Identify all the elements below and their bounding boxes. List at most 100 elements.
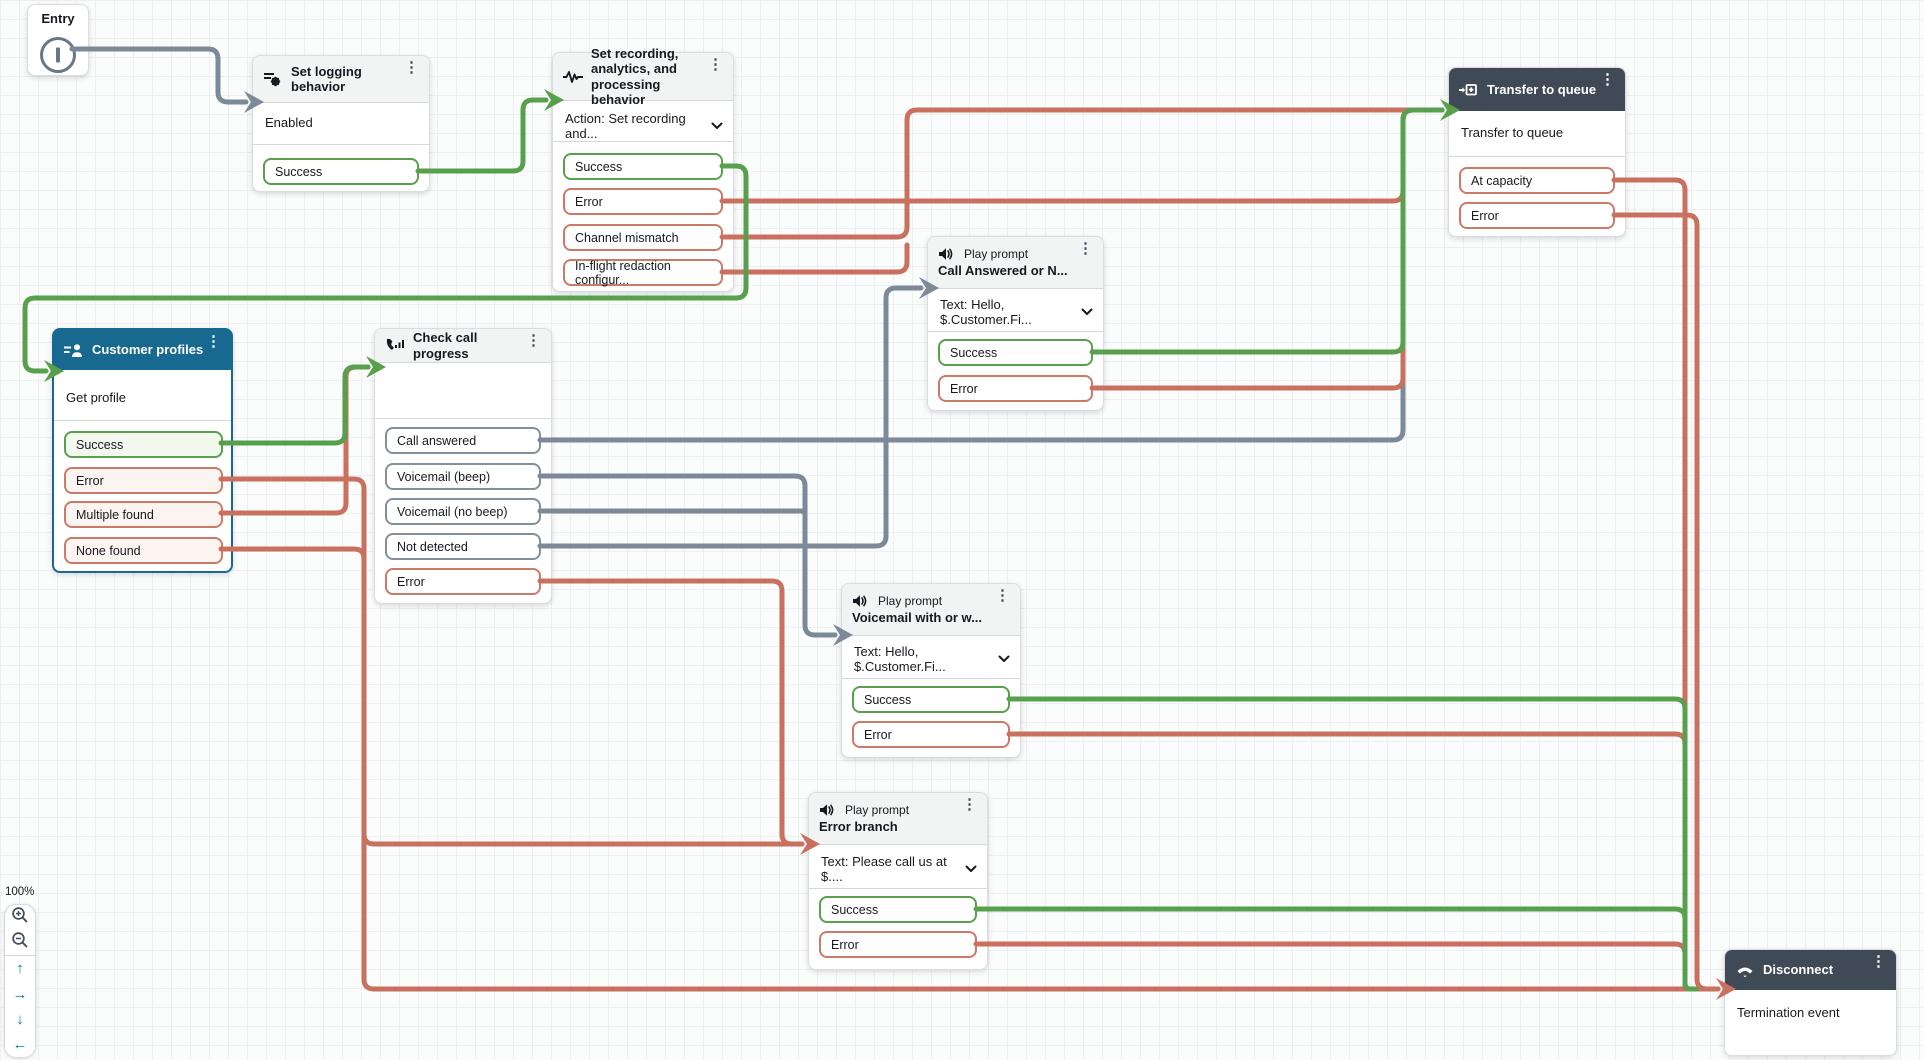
output-port-voicemail-no-beep[interactable]: Voicemail (no beep): [385, 498, 541, 525]
arrow-left-icon: ←: [12, 1035, 28, 1053]
section-divider: [842, 678, 1020, 679]
section-divider: [1449, 156, 1625, 157]
logging-icon: [263, 70, 283, 88]
node-title: Check call progress: [413, 330, 478, 361]
output-port-success[interactable]: Success: [64, 431, 223, 458]
play-prompt-voicemail-node[interactable]: Play prompt Voicemail with or w... ⋮Text…: [841, 583, 1021, 758]
play-prompt-call-answered-parameter-select[interactable]: Text: Hello, $.Customer.Fi...: [940, 297, 1093, 327]
node-title: Customer profiles: [92, 342, 204, 358]
output-port-success[interactable]: Success: [938, 339, 1093, 366]
queue-icon: [1459, 82, 1479, 98]
output-port-success[interactable]: Success: [563, 153, 723, 180]
output-label: Voicemail (beep): [397, 469, 491, 484]
entry-node[interactable]: Entry: [27, 4, 89, 76]
entry-port-icon[interactable]: [40, 37, 76, 73]
output-label: Error: [831, 937, 859, 952]
transfer-to-queue-node[interactable]: Transfer to queue⋮ Transfer to queue At ca…: [1448, 67, 1626, 237]
callprogress-icon: [385, 337, 405, 354]
profiles-icon: [64, 343, 84, 358]
output-label: In-flight redaction configur...: [575, 258, 671, 287]
transfer-to-queue-detail-text: Transfer to queue: [1461, 125, 1564, 140]
disconnect-detail-text: Termination event: [1737, 1005, 1840, 1020]
kebab-menu-icon[interactable]: ⋮: [1600, 71, 1615, 88]
magnifier-plus-icon: [11, 906, 29, 929]
set-recording-analytics-header: Set recording, analytics, and processing…: [553, 46, 733, 107]
customer-profiles-header: Customer profiles⋮: [54, 330, 231, 370]
check-call-progress-header: Check call progress ⋮: [375, 329, 551, 363]
transfer-to-queue-header: Transfer to queue⋮: [1449, 68, 1625, 111]
output-port-in-flight-redaction-configur[interactable]: In-flight redaction configur...: [563, 258, 723, 287]
set-logging-behavior-detail-text: Enabled: [265, 115, 313, 130]
zoom-in-button[interactable]: [5, 905, 35, 930]
kebab-menu-icon[interactable]: ⋮: [404, 59, 419, 76]
output-label: Channel mismatch: [575, 230, 679, 245]
output-label: Error: [76, 473, 104, 488]
kebab-menu-icon[interactable]: ⋮: [526, 332, 541, 349]
play-prompt-error-branch-parameter-select[interactable]: Text: Please call us at $....: [821, 854, 977, 884]
set-logging-behavior-header: Set logging behavior ⋮: [253, 56, 429, 103]
output-label: Voicemail (no beep): [397, 504, 508, 519]
output-port-error[interactable]: Error: [938, 375, 1093, 402]
output-port-error[interactable]: Error: [819, 931, 977, 958]
kebab-menu-icon[interactable]: ⋮: [995, 587, 1010, 604]
play-prompt-call-answered-node[interactable]: Play prompt Call Answered or N... ⋮ Text:…: [927, 236, 1104, 411]
node-title: Error branch: [819, 818, 898, 834]
output-port-error[interactable]: Error: [385, 568, 541, 595]
disconnect-node[interactable]: Disconnect ⋮ Termination event: [1724, 949, 1897, 1056]
zoom-level-label: 100%: [5, 886, 35, 898]
section-divider: [809, 888, 987, 889]
output-label: Success: [950, 345, 998, 360]
node-type-label: Play prompt: [964, 246, 1029, 261]
zoom-out-button[interactable]: [5, 930, 35, 955]
kebab-menu-icon[interactable]: ⋮: [708, 56, 723, 73]
output-port-error[interactable]: Error: [64, 467, 223, 494]
output-port-success[interactable]: Success: [819, 896, 977, 923]
section-divider: [928, 331, 1103, 332]
output-port-success[interactable]: Success: [263, 158, 419, 185]
output-label: Success: [76, 437, 124, 452]
arrow-down-icon: ↓: [16, 1010, 24, 1028]
set-recording-analytics-parameter-select[interactable]: Action: Set recording and...: [565, 111, 723, 141]
output-port-multiple-found[interactable]: Multiple found: [64, 501, 223, 528]
set-recording-analytics-node[interactable]: Set recording, analytics, and processing…: [552, 46, 734, 292]
kebab-menu-icon[interactable]: ⋮: [1871, 953, 1886, 970]
pan-right-button[interactable]: →: [5, 981, 35, 1006]
output-port-success[interactable]: Success: [852, 686, 1010, 713]
node-title: Disconnect: [1763, 962, 1834, 978]
pan-up-button[interactable]: ↑: [5, 956, 35, 981]
speaker-icon: [819, 803, 839, 817]
play-prompt-voicemail-parameter-select[interactable]: Text: Hello, $.Customer.Fi...: [854, 644, 1010, 674]
disconnect-icon: [1735, 963, 1755, 977]
output-port-channel-mismatch[interactable]: Channel mismatch: [563, 224, 723, 251]
output-port-voicemail-beep[interactable]: Voicemail (beep): [385, 463, 541, 490]
play-prompt-call-answered-header: Play prompt Call Answered or N... ⋮: [928, 237, 1103, 289]
output-port-call-answered[interactable]: Call answered: [385, 427, 541, 454]
output-port-not-detected[interactable]: Not detected: [385, 533, 541, 560]
output-port-at-capacity[interactable]: At capacity: [1459, 167, 1615, 194]
output-label: Error: [397, 574, 425, 589]
output-port-none-found[interactable]: None found: [64, 537, 223, 564]
output-label: Success: [864, 692, 912, 707]
output-label: Success: [275, 164, 323, 179]
section-divider: [253, 144, 429, 145]
play-prompt-error-branch-node[interactable]: Play prompt Error branch ⋮Text: Please c…: [808, 792, 988, 970]
output-label: Call answered: [397, 433, 477, 448]
magnifier-minus-icon: [11, 931, 29, 954]
kebab-menu-icon[interactable]: ⋮: [206, 333, 221, 350]
pan-left-button[interactable]: ←: [5, 1032, 35, 1057]
pan-down-button[interactable]: ↓: [5, 1007, 35, 1032]
node-title: Call Answered or N...: [938, 262, 1068, 278]
section-divider: [553, 141, 733, 142]
output-port-error[interactable]: Error: [563, 188, 723, 215]
node-title: Set logging behavior: [291, 63, 362, 94]
chevron-down-icon: [711, 122, 723, 130]
output-port-error[interactable]: Error: [1459, 202, 1615, 229]
output-port-error[interactable]: Error: [852, 721, 1010, 748]
kebab-menu-icon[interactable]: ⋮: [1078, 240, 1093, 257]
chevron-down-icon: [998, 655, 1010, 663]
kebab-menu-icon[interactable]: ⋮: [962, 796, 977, 813]
